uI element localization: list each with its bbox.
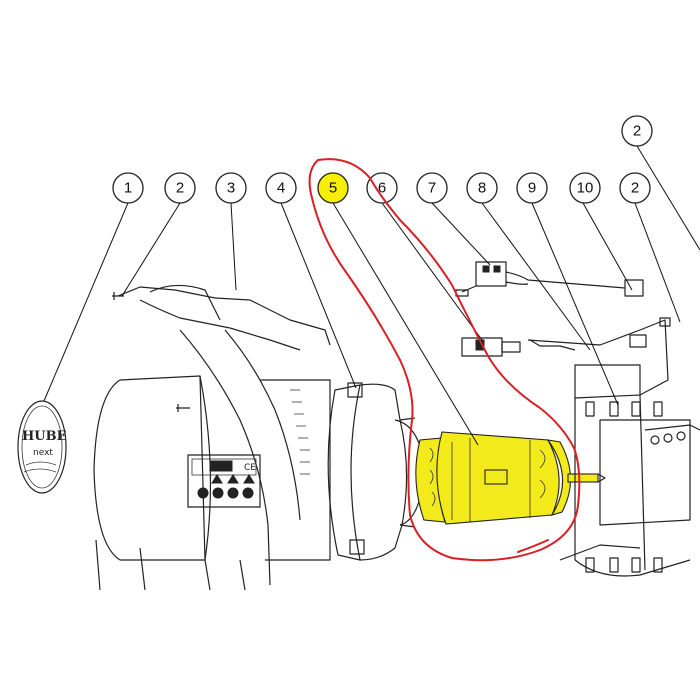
callout-8-label: 8 bbox=[478, 180, 486, 197]
callout-8: 8 bbox=[466, 172, 498, 204]
callout-7-label: 7 bbox=[428, 180, 436, 197]
callout-1: 1 bbox=[112, 172, 144, 204]
red-annotation-outline bbox=[308, 158, 581, 562]
callout-9: 9 bbox=[516, 172, 548, 204]
callout-2: 2 bbox=[164, 172, 196, 204]
callout-5: 5 bbox=[317, 172, 349, 204]
callout-2-top-label: 2 bbox=[633, 123, 641, 140]
part-8-10-frame-assembly bbox=[527, 317, 700, 577]
callout-7: 7 bbox=[416, 172, 448, 204]
callout-3: 3 bbox=[215, 172, 247, 204]
callout-10: 10 bbox=[569, 172, 601, 204]
part-4-motor-flange bbox=[327, 382, 426, 561]
callout-2-right-label: 2 bbox=[631, 180, 639, 197]
part-1-logo-badge: HUBE next bbox=[17, 400, 67, 494]
callout-2-label: 2 bbox=[176, 180, 184, 197]
red-annotation-tail bbox=[517, 539, 549, 553]
part-3-blower-housing: CE bbox=[93, 284, 331, 591]
callout-4: 4 bbox=[265, 172, 297, 204]
callout-6-label: 6 bbox=[378, 180, 386, 197]
callout-9-label: 9 bbox=[528, 180, 536, 197]
callout-1-label: 1 bbox=[124, 180, 132, 197]
callout-5-label: 5 bbox=[329, 180, 337, 197]
callout-2-top: 2 bbox=[621, 115, 653, 147]
callout-6: 6 bbox=[366, 172, 398, 204]
callout-4-label: 4 bbox=[277, 180, 285, 197]
part-7-cable-harness bbox=[455, 261, 644, 297]
logo-text: HUBE bbox=[22, 429, 67, 444]
logo-subtext: next bbox=[33, 448, 53, 458]
callout-3-label: 3 bbox=[227, 180, 235, 197]
part-6-switch bbox=[461, 337, 521, 357]
part-5-motor bbox=[415, 431, 606, 525]
leader-lines bbox=[43, 145, 700, 446]
plate-mark: CE bbox=[244, 463, 256, 473]
callout-10-label: 10 bbox=[577, 180, 594, 197]
callout-2-right: 2 bbox=[619, 172, 651, 204]
